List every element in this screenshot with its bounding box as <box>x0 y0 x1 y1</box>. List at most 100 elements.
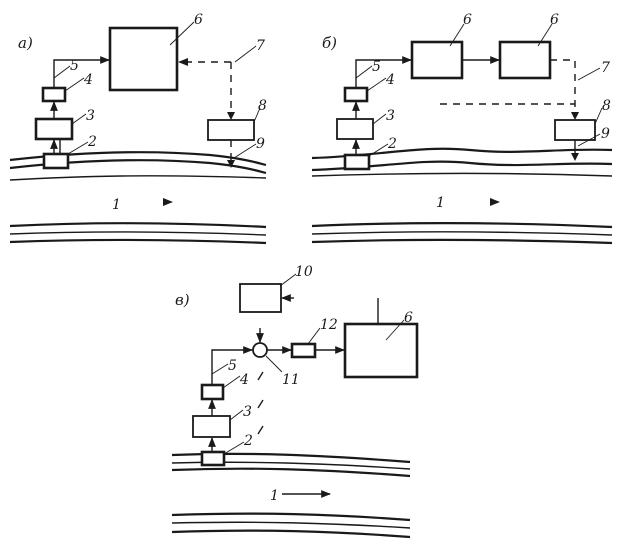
block-v-10 <box>239 283 282 313</box>
block-a-8 <box>207 119 255 141</box>
dashed-line-b-7 <box>550 59 576 118</box>
panel-a: а) 1 2 3 <box>9 12 267 245</box>
block-a-4 <box>41 86 67 103</box>
leader-a-9 <box>233 143 257 159</box>
label-a-2: 2 <box>87 134 97 150</box>
leader-a-5 <box>53 65 71 79</box>
leader-b-7 <box>577 67 601 81</box>
label-b-9: 9 <box>601 126 610 142</box>
sensor-a-2 <box>42 152 70 170</box>
block-a-6 <box>108 26 179 92</box>
leader-b-3 <box>372 113 387 125</box>
pipe-v-lower-wall-outer <box>171 529 411 539</box>
label-a-5: 5 <box>70 58 79 74</box>
block-b-8 <box>554 119 596 141</box>
pipe-b-lower-wall-inner <box>311 231 613 236</box>
panel-v-label: в) <box>175 291 190 309</box>
pipe-v-upper-wall-outer <box>171 467 411 478</box>
flow-arrow-a <box>163 198 173 206</box>
label-a-8: 8 <box>258 98 267 114</box>
dashed-arrow-b-8 <box>571 112 579 120</box>
leader-v-5 <box>211 363 229 375</box>
pipe-a-lower-wall <box>9 222 267 229</box>
label-a-6: 6 <box>194 12 203 28</box>
leader-v-10 <box>279 273 297 287</box>
pipe-b-upper-wall-outer <box>311 172 613 177</box>
label-v-11: 11 <box>282 372 300 388</box>
leader-b-6a <box>449 23 465 47</box>
label-b-6-first: 6 <box>463 12 472 28</box>
arrow-v-4-11 <box>211 346 253 385</box>
pipe-v-lower-wall <box>171 512 411 522</box>
summing-node-v-11 <box>252 342 268 358</box>
pipe-a-upper-wall-outer <box>9 175 267 181</box>
leader-v-11 <box>265 355 283 373</box>
label-v-3: 3 <box>243 404 252 420</box>
label-v-10: 10 <box>295 264 313 280</box>
label-v-4: 4 <box>239 372 249 388</box>
leader-v-2 <box>223 441 245 455</box>
label-v-5: 5 <box>228 358 237 374</box>
block-v-12 <box>290 342 317 359</box>
block-b-6-second <box>498 40 552 80</box>
leader-a-6 <box>169 21 195 46</box>
leader-a-4 <box>64 77 85 92</box>
label-b-2: 2 <box>387 136 397 152</box>
panel-a-label: а) <box>18 34 33 52</box>
label-a-7: 7 <box>256 38 265 54</box>
panel-b: б) 1 2 3 <box>311 12 613 245</box>
block-v-6 <box>343 322 419 379</box>
dash-mark-v-2 <box>257 399 264 409</box>
leader-v-3 <box>229 409 244 421</box>
dash-mark-v-3 <box>257 425 264 435</box>
label-b-7: 7 <box>601 60 610 76</box>
dashed-arrow-a-9 <box>227 160 235 168</box>
arrow-b-9 <box>571 153 579 161</box>
leader-v-4 <box>222 375 241 389</box>
flow-arrow-b <box>490 198 500 206</box>
label-v-2: 2 <box>243 433 253 449</box>
leader-b-4 <box>366 77 387 92</box>
arrow-b-4-6 <box>355 56 412 88</box>
label-v-1: 1 <box>270 488 279 504</box>
leader-a-7 <box>234 45 257 63</box>
leader-b-8 <box>594 107 603 125</box>
leader-a-3 <box>71 113 87 125</box>
pipe-v-lower-wall-inner <box>171 521 411 529</box>
panel-b-label: б) <box>322 34 337 52</box>
block-v-3 <box>192 415 231 438</box>
label-b-1: 1 <box>436 195 445 211</box>
panel-v: в) 1 <box>171 264 419 539</box>
leader-b-5 <box>355 65 373 79</box>
block-v-4 <box>200 383 225 401</box>
sensor-b-2 <box>343 153 371 171</box>
label-b-4: 4 <box>385 72 395 88</box>
block-b-6-first <box>410 40 464 80</box>
dashed-arrow-a-7 <box>178 58 188 66</box>
pipe-a-lower-wall-outer <box>9 238 267 245</box>
label-b-8: 8 <box>602 98 611 114</box>
label-a-1: 1 <box>112 197 121 213</box>
label-b-3: 3 <box>386 108 395 124</box>
label-a-3: 3 <box>86 108 95 124</box>
leader-b-9 <box>577 133 601 147</box>
label-b-6-second: 6 <box>550 12 559 28</box>
leader-b-2 <box>368 143 389 157</box>
label-v-12: 12 <box>320 317 338 333</box>
dashed-arrow-a-8 <box>227 112 235 120</box>
leader-v-6 <box>385 319 405 341</box>
arrow-a-4-6 <box>53 56 110 88</box>
label-a-9: 9 <box>256 136 265 152</box>
leader-b-6b <box>537 23 553 47</box>
dash-mark-v-1 <box>257 371 264 381</box>
pipe-b-lower-wall <box>311 222 613 229</box>
sensor-v-2 <box>200 450 226 467</box>
leader-v-12 <box>307 327 321 345</box>
leader-a-8 <box>253 107 261 123</box>
label-b-5: 5 <box>372 59 381 75</box>
block-b-4 <box>343 86 369 103</box>
pipe-a-lower-wall-inner <box>9 231 267 236</box>
leader-a-2 <box>67 141 89 155</box>
block-b-3 <box>336 118 374 140</box>
label-a-4: 4 <box>83 72 93 88</box>
